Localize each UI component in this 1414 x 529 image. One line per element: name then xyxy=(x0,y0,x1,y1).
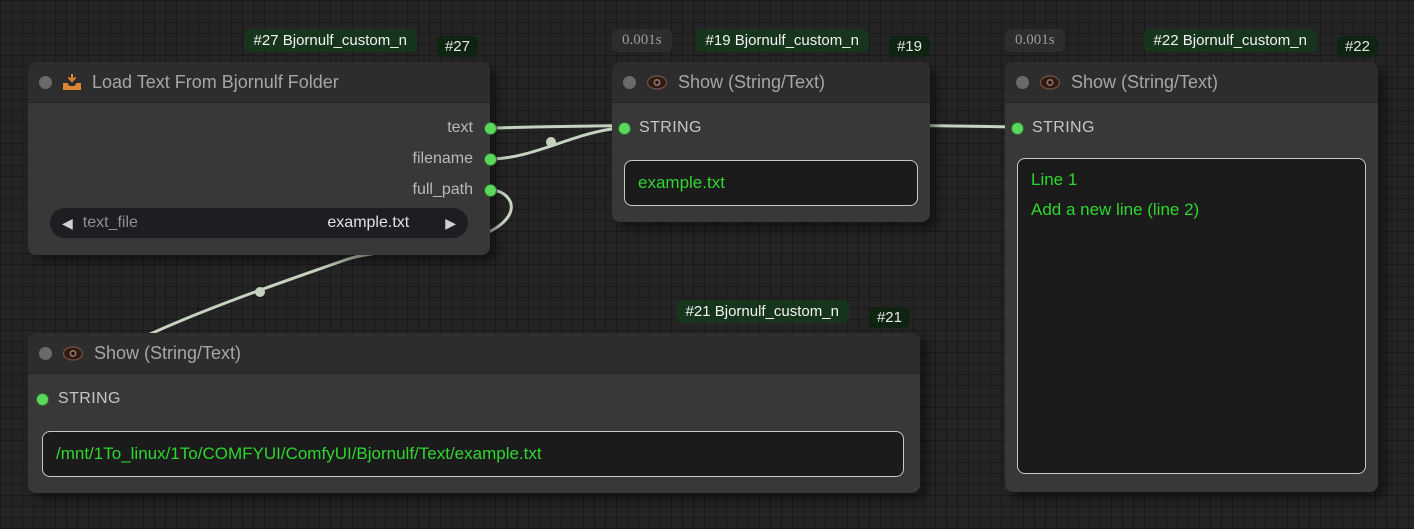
node-title: Show (String/Text) xyxy=(1071,71,1219,92)
input-label-string: STRING xyxy=(58,390,121,407)
string-display-textarea[interactable]: Line 1 Add a new line (line 2) xyxy=(1017,158,1366,474)
combo-widget-name: text_file xyxy=(82,214,138,231)
node-id-badge: #19 xyxy=(888,36,930,57)
node-load-text-from-bjornulf-folder[interactable]: #27 Bjornulf_custom_n #27 Load Text From… xyxy=(28,29,497,255)
node-name-badge: #19 Bjornulf_custom_n xyxy=(695,29,869,52)
eye-icon xyxy=(62,345,84,361)
input-label-string: STRING xyxy=(1032,119,1095,136)
string-display-textarea[interactable]: /mnt/1To_linux/1To/COMFYUI/ComfyUI/Bjorn… xyxy=(42,431,904,477)
string-value: /mnt/1To_linux/1To/COMFYUI/ComfyUI/Bjorn… xyxy=(56,444,542,463)
collapse-dot[interactable] xyxy=(39,346,52,360)
node-badges: #19 Bjornulf_custom_n #19 xyxy=(695,29,930,57)
node-badges: #27 Bjornulf_custom_n #27 xyxy=(243,29,478,57)
node-header[interactable]: Show (String/Text) xyxy=(1005,62,1378,103)
node-show-string-full-path[interactable]: #21 Bjornulf_custom_n #21 Show (String/T… xyxy=(28,300,920,493)
node-header[interactable]: Show (String/Text) xyxy=(28,333,920,374)
string-line: Add a new line (line 2) xyxy=(1031,200,1200,219)
node-badges: #22 Bjornulf_custom_n #22 xyxy=(1143,29,1378,57)
collapse-dot[interactable] xyxy=(1016,75,1029,89)
input-port-string[interactable] xyxy=(618,122,631,135)
execution-time-badge: 0.001s xyxy=(1005,29,1065,52)
link-midpoint-dot xyxy=(546,137,556,147)
node-name-badge: #21 Bjornulf_custom_n xyxy=(675,300,849,323)
link-midpoint-dot xyxy=(255,287,265,297)
combo-prev-arrow-icon[interactable]: ◀ xyxy=(62,214,73,231)
eye-icon xyxy=(1039,74,1061,90)
node-show-string-filename[interactable]: 0.001s #19 Bjornulf_custom_n #19 Show (S… xyxy=(612,29,930,222)
node-title: Show (String/Text) xyxy=(678,71,826,92)
collapse-dot[interactable] xyxy=(39,75,52,89)
output-port-full-path[interactable] xyxy=(484,184,497,197)
node-header[interactable]: Show (String/Text) xyxy=(612,62,930,103)
execution-time-badge: 0.001s xyxy=(612,29,672,52)
node-title: Show (String/Text) xyxy=(94,342,242,363)
node-id-badge: #27 xyxy=(436,36,478,57)
output-port-text[interactable] xyxy=(484,122,497,135)
node-title: Load Text From Bjornulf Folder xyxy=(92,71,339,92)
inbox-tray-icon xyxy=(62,73,82,91)
node-badges: #21 Bjornulf_custom_n #21 xyxy=(675,300,910,328)
node-id-badge: #21 xyxy=(868,307,910,328)
input-port-string[interactable] xyxy=(1011,122,1024,135)
output-label-text: text xyxy=(447,119,473,136)
string-value: example.txt xyxy=(638,173,725,192)
text-file-combo-widget[interactable]: ◀ text_file example.txt ▶ xyxy=(50,208,468,238)
string-display-textarea[interactable]: example.txt xyxy=(624,160,918,206)
node-show-string-text[interactable]: 0.001s #22 Bjornulf_custom_n #22 Show (S… xyxy=(1005,29,1378,492)
node-name-badge: #27 Bjornulf_custom_n xyxy=(243,29,417,52)
input-port-string[interactable] xyxy=(36,393,49,406)
combo-widget-value: example.txt xyxy=(327,214,410,231)
combo-next-arrow-icon[interactable]: ▶ xyxy=(445,214,456,231)
string-line: Line 1 xyxy=(1031,170,1078,189)
input-label-string: STRING xyxy=(639,119,702,136)
collapse-dot[interactable] xyxy=(623,75,636,89)
node-id-badge: #22 xyxy=(1336,36,1378,57)
output-port-filename[interactable] xyxy=(484,153,497,166)
eye-icon xyxy=(646,74,668,90)
link-filename-to-show19 xyxy=(491,126,621,161)
output-label-full-path: full_path xyxy=(412,181,474,198)
node-name-badge: #22 Bjornulf_custom_n xyxy=(1143,29,1317,52)
output-label-filename: filename xyxy=(412,150,473,167)
node-header[interactable]: Load Text From Bjornulf Folder xyxy=(28,62,490,103)
